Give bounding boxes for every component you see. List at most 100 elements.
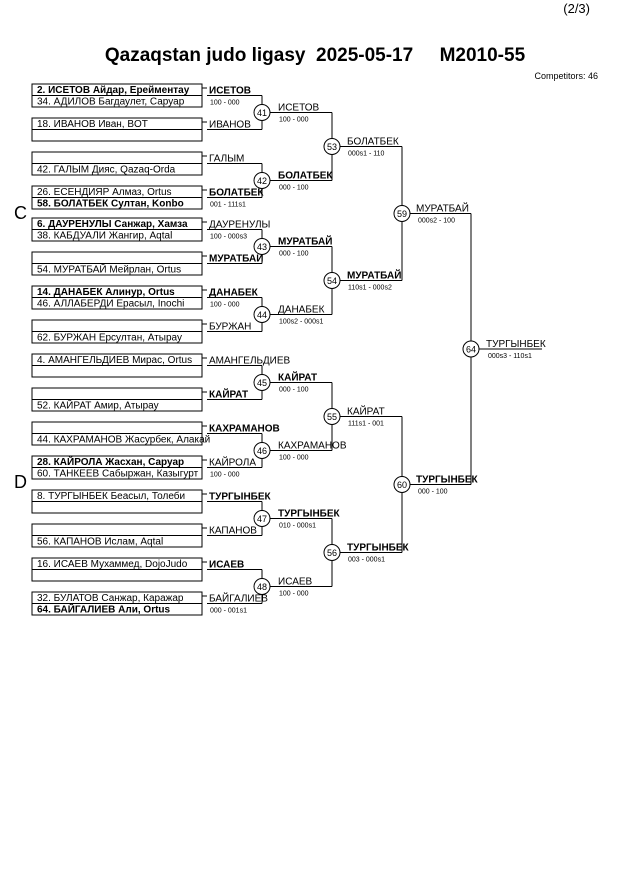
competitor-name: 64. БАЙГАЛИЕВ Али, Ortus (37, 603, 171, 616)
round2-entry-name: ИСАЕВ (278, 577, 313, 588)
competitor-name: 60. ТАНКЕЕВ Сабыржан, Казыгурт (37, 468, 199, 480)
round1-entry-score: 001 - 111s1 (210, 202, 246, 209)
competitor-name: 14. ДАНАБЕК Алинур, Ortus (37, 287, 175, 298)
round2-entry-score: 100 - 000 (279, 117, 309, 124)
round1-entry-name: КАХРАМАНОВ (209, 424, 280, 435)
competitors-count: Competitors: 46 (534, 71, 598, 81)
round1-entry-name: ИСЕТОВ (209, 86, 251, 97)
round3-entry-name: ТУРГЫНБЕК (347, 543, 410, 554)
competitor-name: 2. ИСЕТОВ Айдар, Ерейментау (37, 85, 190, 96)
round2-entry-name: КАХРАМАНОВ (278, 441, 347, 452)
round1-entry-name: БАЙГАЛИЕВ (209, 592, 268, 605)
competitor-box (31, 467, 203, 480)
round1-entry-name: АМАНГЕЛЬДИЕВ (209, 356, 291, 367)
round1-entry-score: 100 - 000 (210, 302, 240, 309)
round1-entry-name: ДАНАБЕК (209, 288, 259, 299)
contest-circle-label: 53 (327, 142, 337, 152)
round4-entry-name: ТУРГЫНБЕК (416, 475, 479, 486)
round2-entry-name: МУРАТБАЙ (278, 235, 332, 248)
contest-circle-label: 45 (257, 378, 267, 388)
page-title: Qazaqstan judo ligasy 2025-05-17 M2010-5… (104, 45, 526, 66)
competitor-box (31, 365, 203, 378)
competitor-box (31, 263, 203, 276)
competitor-box (31, 229, 203, 242)
competitor-name: 52. КАЙРАТ Амир, Атырау (37, 399, 159, 412)
round2-entry-name: ДАНАБЕК (278, 305, 325, 316)
round1-entry-name: КАПАНОВ (209, 526, 257, 537)
round2-entry-name: ТУРГЫНБЕК (278, 509, 341, 520)
competitor-box (31, 501, 203, 514)
round1-entry-name: КАЙРАТ (209, 388, 248, 401)
competitor-name: 56. КАПАНОВ Ислам, Aqtal (37, 537, 163, 548)
round2-entry-name: БОЛАТБЕК (278, 171, 333, 182)
page-number: (2/3) (563, 1, 590, 16)
competitor-name: 42. ГАЛЫМ Дияс, Qazaq-Orda (37, 165, 176, 176)
round3-entry-score: 111s1 - 001 (348, 421, 384, 428)
competitor-box (31, 603, 203, 616)
competitor-name: 6. ДАУРЕНУЛЫ Санжар, Хамза (37, 219, 188, 230)
competitor-box (31, 151, 203, 164)
round3-entry-score: 110s1 - 000s2 (348, 285, 392, 292)
round1-entry-name: КАЙРОЛА (209, 456, 256, 469)
competitor-name: 38. КАБДУАЛИ Жангир, Aqtal (37, 231, 172, 242)
competitor-name: 8. ТУРГЫНБЕК Беасыл, Толеби (37, 490, 185, 502)
competitor-box (31, 197, 203, 210)
competitor-box (31, 297, 203, 310)
round1-entry-name: МУРАТБАЙ (209, 252, 263, 265)
final-entry-name: ТУРГЫНБЕК (486, 339, 546, 350)
competitor-name: 34. АДИЛОВ Багдаулет, Саруар (37, 97, 185, 108)
round2-entry-score: 010 - 000s1 (279, 523, 316, 530)
round2-entry-name: ИСЕТОВ (278, 103, 320, 114)
competitor-box (31, 399, 203, 412)
round1-entry-name: ДАУРЕНУЛЫ (209, 220, 271, 231)
round1-entry-name: БОЛАТБЕК (209, 188, 264, 199)
competitor-name: 46. АЛЛАБЕРДИ Ерасыл, Inochi (37, 299, 184, 310)
contest-circle-label: 64 (466, 345, 476, 355)
round2-entry-score: 100 - 000 (279, 455, 309, 462)
round3-entry-name: МУРАТБАЙ (347, 269, 401, 282)
competitor-box (31, 535, 203, 548)
round3-entry-score: 003 - 000s1 (348, 557, 385, 564)
round1-entry-name: ГАЛЫМ (209, 154, 244, 165)
contest-circle-label: 55 (327, 412, 337, 422)
competitor-box (31, 569, 203, 582)
round4-entry-score: 000 - 100 (418, 489, 448, 496)
round1-entry-name: ТУРГЫНБЕК (209, 492, 272, 503)
contest-circle-label: 59 (397, 209, 407, 219)
section-label-c: C (14, 203, 27, 223)
competitor-box (31, 387, 203, 400)
round2-entry-name: КАЙРАТ (278, 371, 317, 384)
contest-circle-label: 56 (327, 548, 337, 558)
competitor-box (31, 163, 203, 176)
contest-circle-label: 46 (257, 446, 267, 456)
contest-circle-label: 47 (257, 514, 267, 524)
round4-entry-score: 000s2 - 100 (418, 218, 455, 225)
round2-entry-score: 000 - 100 (279, 185, 309, 192)
competitor-name: 28. КАЙРОЛА Жасхан, Саруар (37, 455, 184, 468)
round2-entry-score: 100 - 000 (279, 591, 309, 598)
competitor-name: 32. БУЛАТОВ Санжар, Каражар (37, 593, 184, 604)
competitor-name: 58. БОЛАТБЕК Султан, Konbo (37, 199, 184, 210)
competitor-box (31, 433, 203, 446)
contest-circle-label: 41 (257, 108, 267, 118)
contest-circle-label: 54 (327, 276, 337, 286)
round1-entry-name: ИСАЕВ (209, 560, 244, 571)
contest-circle-label: 48 (257, 582, 267, 592)
round1-entry-score: 100 - 000s3 (210, 234, 247, 241)
round1-entry-score: 000 - 001s1 (210, 608, 247, 615)
round1-entry-name: БУРЖАН (209, 322, 251, 333)
competitor-box (31, 523, 203, 536)
contest-circle-label: 43 (257, 242, 267, 252)
final-entry-score: 000s3 - 110s1 (488, 353, 532, 360)
round2-entry-score: 000 - 100 (279, 251, 309, 258)
round2-entry-score: 000 - 100 (279, 387, 309, 394)
competitor-box (31, 331, 203, 344)
section-label-d: D (14, 472, 27, 492)
contest-circle-label: 42 (257, 176, 267, 186)
round1-entry-score: 100 - 000 (210, 472, 240, 479)
round4-entry-name: МУРАТБАЙ (416, 202, 469, 215)
round1-entry-score: 100 - 000 (210, 100, 240, 107)
round3-entry-score: 000s1 - 110 (348, 151, 385, 158)
contest-circle-label: 44 (257, 310, 267, 320)
